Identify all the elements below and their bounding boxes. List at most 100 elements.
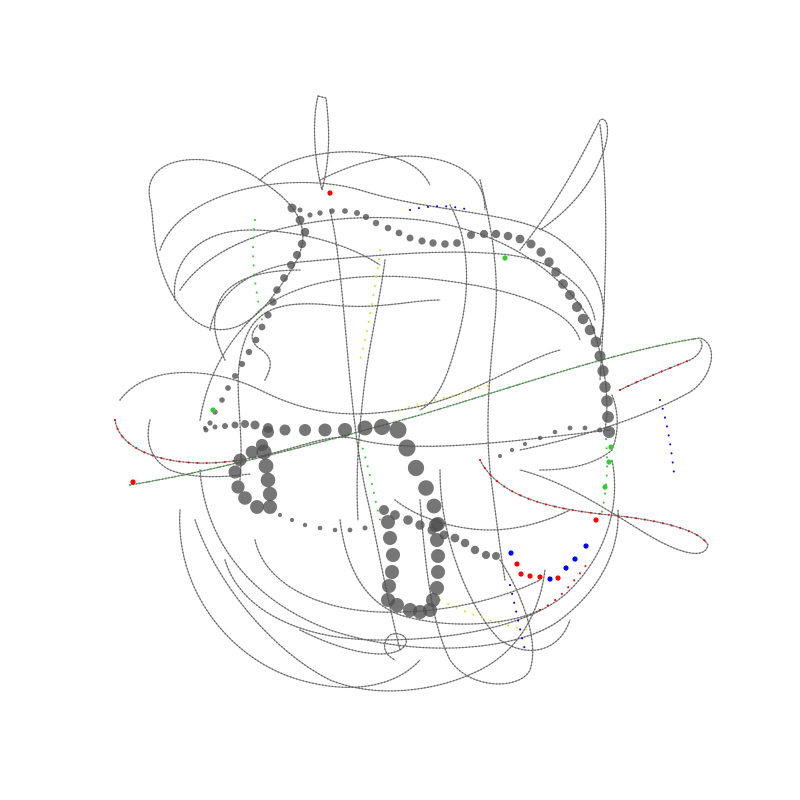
path-node — [441, 240, 449, 248]
colored-segment — [359, 249, 381, 361]
path-node — [233, 453, 247, 467]
path-node — [329, 208, 335, 214]
trajectory-line — [479, 459, 709, 554]
colored-marker — [593, 517, 599, 523]
colored-segment — [659, 399, 676, 481]
trajectory-samples — [599, 124, 607, 381]
trajectory-samples — [213, 269, 301, 361]
path-node — [299, 424, 311, 436]
path-node — [395, 229, 403, 237]
colored-marker — [563, 565, 569, 571]
trajectory-samples — [479, 459, 709, 555]
path-node — [418, 237, 426, 245]
trajectory-line — [519, 118, 609, 251]
path-node — [222, 423, 228, 429]
colored-segment — [251, 219, 263, 321]
path-node — [597, 365, 609, 377]
path-node — [453, 239, 461, 247]
trajectory-line — [356, 259, 386, 521]
path-node — [536, 247, 546, 257]
path-node — [398, 439, 416, 457]
colored-segment — [619, 359, 691, 391]
path-node — [212, 424, 218, 430]
path-node — [228, 465, 242, 479]
path-node — [278, 513, 282, 517]
path-node — [287, 203, 297, 213]
path-node — [584, 324, 596, 336]
path-node — [522, 441, 528, 447]
colored-segment — [539, 559, 591, 611]
path-node — [245, 445, 259, 459]
trajectory-line — [313, 95, 330, 191]
path-node — [515, 234, 525, 244]
colored-segment — [399, 384, 491, 411]
trajectory-samples — [479, 179, 506, 581]
path-node — [565, 290, 575, 300]
colored-marker — [508, 550, 514, 556]
colored-marker — [608, 444, 614, 450]
trajectory-samples — [119, 349, 561, 415]
colored-marker — [537, 574, 543, 580]
trajectory-samples — [539, 394, 619, 471]
trajectory-samples — [299, 629, 407, 661]
path-node — [603, 426, 615, 438]
path-node — [390, 598, 404, 612]
colored-marker — [514, 561, 520, 567]
path-node — [384, 224, 392, 232]
path-node — [332, 527, 338, 533]
path-node — [601, 395, 613, 407]
path-node — [347, 527, 353, 533]
path-node — [431, 549, 445, 563]
trajectory-samples — [394, 499, 571, 531]
path-node — [258, 458, 274, 474]
path-node — [260, 472, 276, 488]
path-node — [552, 429, 558, 435]
path-node — [492, 552, 500, 560]
path-node — [594, 350, 606, 362]
path-node — [571, 301, 583, 313]
colored-marker — [210, 407, 216, 413]
colored-segment — [114, 419, 241, 464]
trajectory-line — [319, 155, 486, 211]
path-node — [431, 565, 445, 579]
colored-marker — [527, 573, 533, 579]
path-node — [429, 518, 443, 532]
colored-marker — [518, 571, 524, 577]
trajectory-samples — [356, 259, 386, 521]
path-node — [362, 525, 368, 531]
path-node — [590, 336, 602, 348]
path-node — [262, 486, 278, 502]
path-node — [287, 261, 295, 269]
trajectory-line — [148, 158, 304, 331]
path-node — [558, 279, 568, 289]
trajectory-loops — [114, 95, 713, 692]
path-node — [470, 545, 480, 555]
path-node — [403, 515, 413, 525]
path-node — [295, 215, 305, 225]
path-node — [526, 239, 536, 249]
path-node — [297, 207, 303, 213]
path-node — [300, 227, 310, 237]
colored-segment — [439, 599, 531, 631]
colored-marker — [602, 484, 608, 490]
path-node — [460, 538, 470, 548]
path-node — [551, 267, 561, 277]
path-node — [386, 548, 400, 562]
path-node — [381, 515, 395, 529]
trajectory-line — [419, 204, 468, 411]
trajectory-line — [199, 275, 581, 421]
trajectory-samples — [329, 209, 401, 651]
path-node — [207, 420, 213, 426]
path-node — [503, 231, 513, 241]
path-node — [582, 425, 588, 431]
trajectory-samples — [439, 469, 571, 652]
path-node — [269, 298, 277, 306]
trajectory-samples — [147, 419, 251, 478]
path-node — [231, 421, 239, 429]
colored-marker — [327, 190, 333, 196]
path-node — [509, 447, 515, 453]
trajectory-line — [199, 469, 619, 649]
path-node — [280, 274, 288, 282]
colored-segment — [409, 205, 471, 211]
